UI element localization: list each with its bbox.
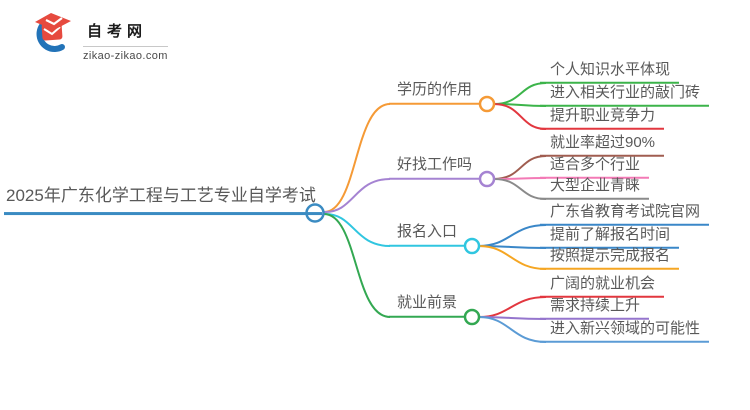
root-node[interactable]: 2025年广东化学工程与工艺专业自学考试	[4, 185, 322, 215]
leaf-node-b2-1[interactable]: 就业率超过90%	[540, 133, 665, 157]
branch-3-junction-circle[interactable]	[463, 237, 481, 255]
branch-2-junction-circle[interactable]	[478, 170, 496, 188]
graduation-cap-icon	[35, 13, 71, 52]
leaf-node-b3-1[interactable]: 广东省教育考试院官网	[540, 202, 710, 226]
cap-board	[35, 13, 71, 30]
logo-text-block: 自考网 zikao-zikao.com	[83, 10, 168, 62]
branch-4-junction-circle[interactable]	[463, 308, 481, 326]
leaf-node-b4-2[interactable]: 需求持续上升	[540, 296, 650, 320]
link-b3-child-3	[478, 245, 547, 270]
leaf-node-b1-1[interactable]: 个人知识水平体现	[540, 60, 680, 84]
link-b2-child-1	[493, 155, 547, 180]
envelope-flap-line	[43, 26, 61, 36]
link-root-branch-1	[323, 103, 391, 213]
link-b1-child-1	[493, 82, 547, 105]
leaf-node-b3-3[interactable]: 按照提示完成报名	[540, 246, 680, 270]
link-b4-child-3	[478, 316, 547, 343]
leaf-node-b3-2[interactable]: 提前了解报名时间	[540, 225, 680, 249]
logo-domain: zikao-zikao.com	[83, 50, 168, 62]
leaf-node-b4-3[interactable]: 进入新兴领域的可能性	[540, 319, 710, 343]
leaf-node-b2-2[interactable]: 适合多个行业	[540, 155, 650, 179]
logo-title: 自考网	[83, 20, 168, 47]
link-root-branch-2	[323, 178, 391, 214]
branch-1-junction-circle[interactable]	[478, 95, 496, 113]
cap-tassel-line	[45, 17, 63, 26]
leaf-node-b4-1[interactable]: 广阔的就业机会	[540, 274, 665, 298]
leaf-node-b1-2[interactable]: 进入相关行业的敲门砖	[540, 83, 710, 107]
link-root-branch-4	[323, 213, 391, 318]
branch-node-3[interactable]: 报名入口	[389, 222, 466, 247]
link-b1-child-3	[493, 103, 547, 130]
link-b4-child-1	[478, 296, 547, 318]
leaf-node-b1-3[interactable]: 提升职业竞争力	[540, 106, 665, 130]
link-root-branch-3	[323, 212, 391, 247]
link-b3-child-1	[478, 224, 547, 247]
branch-node-2[interactable]: 好找工作吗	[389, 155, 481, 180]
branch-node-4[interactable]: 就业前景	[389, 293, 466, 318]
link-b2-child-3	[493, 178, 547, 200]
leaf-node-b2-3[interactable]: 大型企业青睐	[540, 176, 650, 200]
site-logo[interactable]: 自考网 zikao-zikao.com	[26, 10, 168, 62]
branch-node-1[interactable]: 学历的作用	[389, 80, 481, 105]
